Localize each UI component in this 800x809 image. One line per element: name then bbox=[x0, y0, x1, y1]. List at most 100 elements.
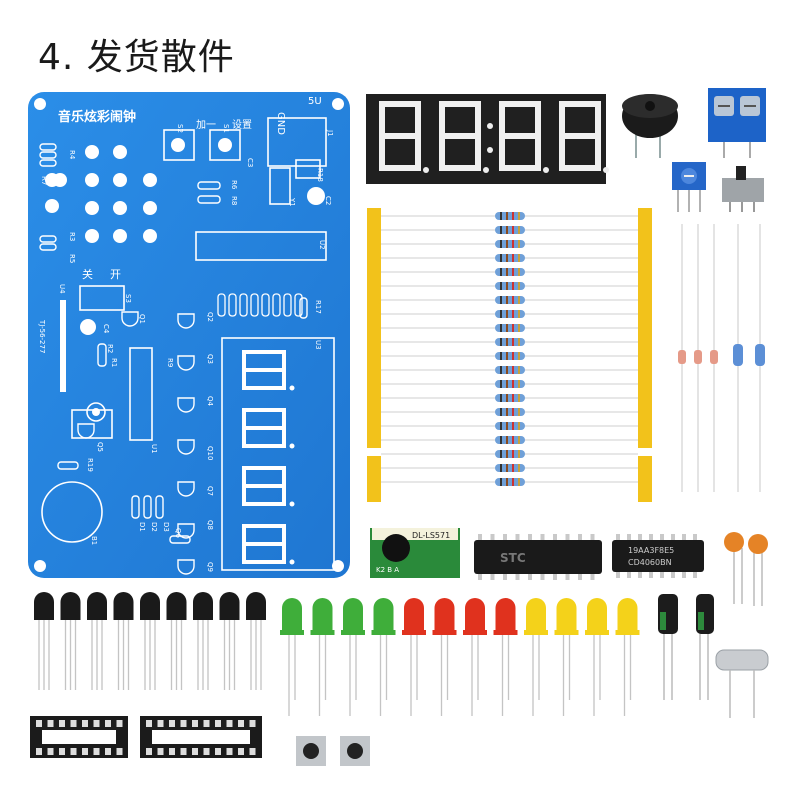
label-r6: R6 bbox=[230, 180, 238, 190]
transistor-footprints bbox=[77, 311, 195, 575]
socket-pin bbox=[215, 748, 221, 755]
resistor-band bbox=[500, 296, 502, 304]
ic-socket-16 bbox=[30, 716, 128, 758]
led bbox=[465, 598, 485, 634]
socket-pin bbox=[47, 720, 54, 727]
led-footprint bbox=[143, 229, 157, 243]
resistor-band bbox=[512, 422, 514, 430]
resistor-band bbox=[500, 282, 502, 290]
resistor-band bbox=[500, 352, 502, 360]
pcb-digit bbox=[242, 524, 286, 564]
resistor-footprint bbox=[239, 293, 248, 317]
led-footprint bbox=[85, 173, 99, 187]
ceramic-capacitors bbox=[724, 532, 768, 606]
resistor-band bbox=[506, 212, 508, 220]
socket-pin bbox=[70, 748, 77, 755]
resistor-tape bbox=[367, 208, 652, 502]
resistor-band bbox=[500, 408, 502, 416]
transistor bbox=[193, 592, 213, 620]
resistor-band bbox=[512, 352, 514, 360]
resistor-band bbox=[500, 380, 502, 388]
display-digit bbox=[439, 101, 481, 171]
label-r18: R18 bbox=[316, 168, 324, 182]
chip-pin bbox=[693, 534, 697, 540]
resistor-band bbox=[512, 450, 514, 458]
resistor-footprint bbox=[294, 293, 303, 317]
resistor-band bbox=[500, 310, 502, 318]
socket-pin bbox=[192, 748, 198, 755]
resistor-band bbox=[500, 464, 502, 472]
chip1-label: STC bbox=[500, 551, 526, 565]
socket-pin bbox=[59, 720, 65, 727]
trimmer-potentiometer bbox=[672, 162, 706, 212]
socket-pin bbox=[215, 720, 221, 727]
screw-terminal bbox=[708, 88, 766, 158]
led-rim bbox=[402, 630, 426, 635]
resistor-band bbox=[512, 254, 514, 262]
display-dot bbox=[483, 167, 489, 173]
label-q2: Q2 bbox=[206, 312, 214, 322]
led bbox=[373, 598, 394, 634]
resistor-band bbox=[500, 394, 502, 402]
resistor-body bbox=[495, 422, 525, 430]
led-footprint bbox=[143, 173, 157, 187]
colon-dot bbox=[487, 123, 493, 129]
led-footprint bbox=[45, 199, 59, 213]
socket-pin bbox=[82, 748, 88, 755]
chip-pin bbox=[693, 572, 697, 578]
resistor-band bbox=[506, 338, 508, 346]
led-rim bbox=[585, 630, 609, 635]
led-footprint bbox=[113, 201, 127, 215]
resistor-band bbox=[500, 240, 502, 248]
chip-pin bbox=[578, 534, 582, 540]
resistor-band bbox=[506, 464, 508, 472]
resistor-band bbox=[512, 338, 514, 346]
resistor-band bbox=[512, 212, 514, 220]
resistor-body bbox=[495, 254, 525, 262]
resistor-band bbox=[512, 268, 514, 276]
resistor-body bbox=[495, 338, 525, 346]
led bbox=[556, 598, 577, 634]
led-rim bbox=[615, 630, 640, 635]
transistor-footprint bbox=[177, 481, 195, 497]
page-title: 4. 发货散件 bbox=[38, 37, 235, 78]
resistor-band bbox=[518, 296, 520, 304]
resistor-body bbox=[495, 352, 525, 360]
socket-pin bbox=[180, 720, 187, 727]
resistor-body bbox=[495, 226, 525, 234]
label-q8: Q8 bbox=[206, 520, 214, 530]
resistor-footprint bbox=[217, 293, 226, 317]
led-rim bbox=[524, 630, 548, 635]
resistor-body bbox=[495, 380, 525, 388]
chip-pin bbox=[528, 534, 532, 540]
display-digit bbox=[379, 101, 421, 171]
sound-module: DL-LS571 K2 B A bbox=[370, 528, 460, 578]
led-footprint bbox=[85, 229, 99, 243]
transistor-footprint bbox=[121, 311, 139, 327]
socket-pin bbox=[36, 748, 42, 755]
label-c4: C4 bbox=[102, 324, 110, 334]
resistor-band bbox=[518, 212, 520, 220]
seven-segment-display bbox=[366, 94, 609, 184]
chip-pin bbox=[671, 572, 675, 578]
chip-pin bbox=[478, 574, 482, 580]
led-footprint bbox=[85, 201, 99, 215]
label-s1: S1 bbox=[222, 124, 230, 133]
resistor-band bbox=[518, 310, 520, 318]
led bbox=[526, 598, 546, 634]
resistor-band bbox=[518, 338, 520, 346]
socket-pin bbox=[238, 720, 244, 727]
socket-pin bbox=[116, 720, 123, 727]
resistor-band bbox=[506, 296, 508, 304]
chip-pin bbox=[649, 534, 653, 540]
socket-pin bbox=[157, 720, 164, 727]
resistor-body bbox=[495, 268, 525, 276]
resistor-band bbox=[500, 324, 502, 332]
resistor-band bbox=[506, 422, 508, 430]
chip-pin bbox=[578, 574, 582, 580]
resistor-body bbox=[495, 408, 525, 416]
label-r17: R17 bbox=[314, 300, 322, 314]
led bbox=[312, 598, 333, 634]
resistor-band bbox=[506, 352, 508, 360]
led-rim bbox=[280, 630, 304, 635]
